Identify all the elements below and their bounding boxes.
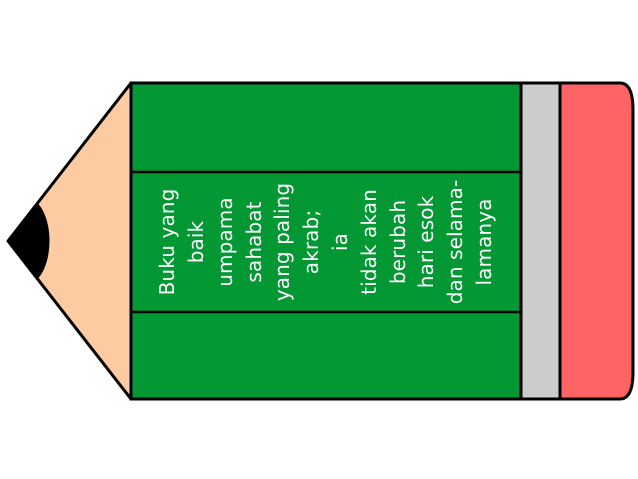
quote-line-7: ia [328, 233, 352, 252]
quote-line-2: baik [184, 220, 209, 264]
quote-line-5: yang paling [270, 182, 295, 302]
quote-line-12: lamanya [471, 198, 496, 286]
quote-line-9: berubah [385, 199, 410, 285]
quote-line-6: akrab; [299, 209, 324, 275]
quote-rotated: Buku yang baik umpama sahabat yang palin… [146, 112, 506, 372]
pencil-eraser [558, 81, 635, 401]
quote-line-1: Buku yang [155, 188, 180, 296]
quote-line-8: tidak akan [356, 189, 381, 295]
pencil-body [129, 81, 523, 401]
pencil-lead-tip [7, 204, 50, 278]
quote-line-4: sahabat [241, 201, 266, 283]
quote-line-10: hari esok [414, 195, 439, 289]
quote-line-11: dan selama- [443, 179, 468, 305]
pencil-ferrule [519, 81, 562, 401]
quote-line-3: umpama [212, 197, 237, 287]
